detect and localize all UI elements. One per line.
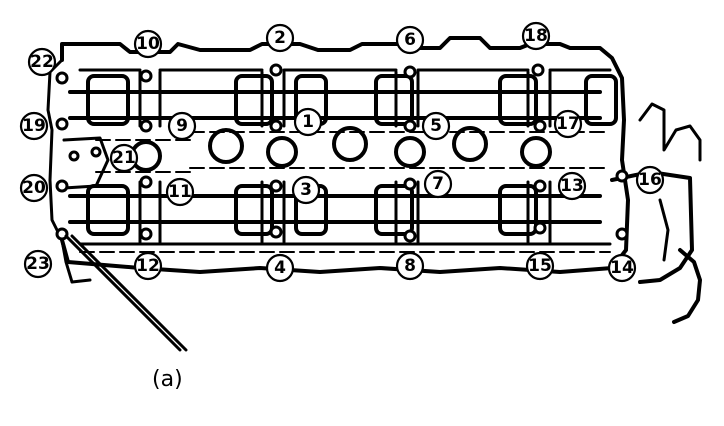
- svg-text:20: 20: [22, 178, 46, 198]
- svg-text:1: 1: [302, 112, 314, 132]
- spark-plug-bores: [62, 126, 611, 190]
- svg-text:5: 5: [430, 116, 442, 136]
- callout-1: 1: [293, 107, 323, 137]
- svg-text:6: 6: [404, 30, 416, 50]
- svg-text:7: 7: [432, 174, 444, 194]
- svg-text:17: 17: [556, 114, 580, 134]
- svg-text:21: 21: [112, 148, 136, 168]
- callout-2: 2: [265, 23, 295, 53]
- callout-14: 14: [607, 253, 637, 283]
- bolt-holes: [55, 63, 629, 243]
- callout-8: 8: [395, 251, 425, 281]
- leader-a: (a): [64, 234, 188, 392]
- svg-text:18: 18: [524, 26, 548, 46]
- callout-9: 9: [167, 111, 197, 141]
- bolt-callouts: 1 2 3 4 5 6 7 8 9 10 11 12 13 14 15 16 1…: [19, 21, 665, 283]
- svg-text:2: 2: [274, 28, 286, 48]
- callout-19: 19: [19, 111, 49, 141]
- callout-6: 6: [395, 25, 425, 55]
- callout-16: 16: [635, 165, 665, 195]
- svg-text:13: 13: [560, 176, 584, 196]
- callout-20: 20: [19, 173, 49, 203]
- upper-camshaft: [68, 68, 618, 128]
- callout-5: 5: [421, 111, 451, 141]
- svg-text:15: 15: [528, 256, 552, 276]
- callout-22: 22: [27, 47, 57, 77]
- callout-11: 11: [165, 177, 195, 207]
- leader-a-label: (a): [152, 367, 183, 392]
- callout-7: 7: [423, 169, 453, 199]
- svg-text:19: 19: [22, 116, 46, 136]
- callout-12: 12: [133, 251, 163, 281]
- svg-text:23: 23: [26, 254, 50, 274]
- callout-17: 17: [553, 109, 583, 139]
- callout-4: 4: [265, 253, 295, 283]
- callout-21: 21: [109, 143, 139, 173]
- callout-13: 13: [557, 171, 587, 201]
- lower-camshaft: [68, 180, 612, 253]
- svg-text:22: 22: [30, 52, 54, 72]
- callout-10: 10: [133, 29, 163, 59]
- callout-18: 18: [521, 21, 551, 51]
- svg-text:8: 8: [404, 256, 416, 276]
- svg-text:11: 11: [168, 182, 192, 202]
- svg-text:3: 3: [300, 180, 312, 200]
- svg-text:12: 12: [136, 256, 160, 276]
- svg-text:14: 14: [610, 258, 634, 278]
- svg-text:16: 16: [638, 170, 662, 190]
- svg-text:4: 4: [274, 258, 286, 278]
- callout-23: 23: [23, 249, 53, 279]
- svg-text:10: 10: [136, 34, 160, 54]
- svg-text:9: 9: [176, 116, 188, 136]
- callout-3: 3: [291, 175, 321, 205]
- callout-15: 15: [525, 251, 555, 281]
